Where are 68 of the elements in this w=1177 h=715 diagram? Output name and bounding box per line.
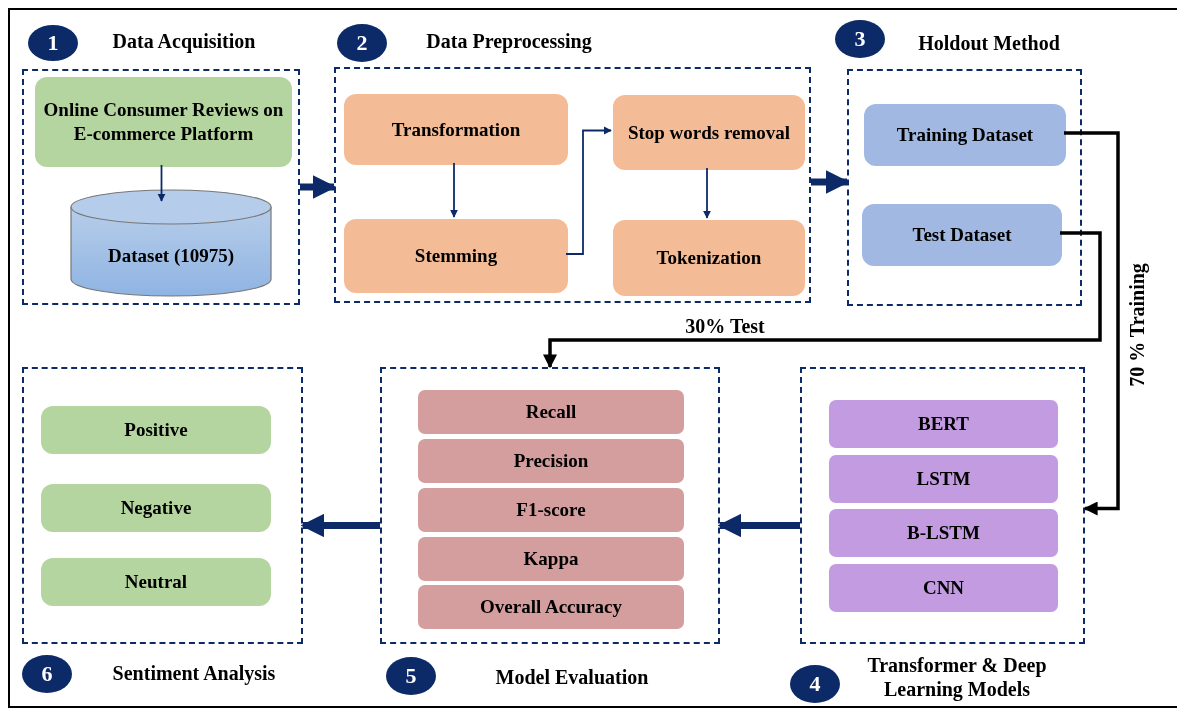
process-box bbox=[613, 95, 805, 170]
step-number-badge bbox=[337, 24, 387, 62]
process-box bbox=[829, 455, 1058, 503]
step-number: 2 bbox=[356, 30, 368, 56]
box-label: BERT bbox=[917, 412, 970, 436]
step-number-badge bbox=[386, 657, 436, 695]
box-label: Precision bbox=[513, 449, 589, 473]
arrow bbox=[1064, 131, 1120, 516]
block-arrow bbox=[300, 513, 380, 538]
process-box bbox=[864, 104, 1066, 166]
process-box bbox=[41, 484, 271, 532]
box-label: Online Consumer Reviews on E-commerce Platform bbox=[42, 98, 285, 146]
process-box bbox=[418, 537, 684, 581]
database-cylinder bbox=[70, 189, 272, 297]
box-label: Stemming bbox=[414, 244, 498, 268]
box-label: Negative bbox=[120, 496, 192, 520]
process-box bbox=[418, 488, 684, 532]
process-box bbox=[418, 439, 684, 483]
process-box bbox=[862, 204, 1062, 266]
process-box bbox=[829, 400, 1058, 448]
step-number: 4 bbox=[809, 671, 821, 697]
stage-heading: Holdout Method bbox=[918, 32, 1060, 54]
box-label: F1-score bbox=[516, 498, 586, 522]
stage-heading: Data Preprocessing bbox=[426, 30, 592, 52]
arrow bbox=[565, 126, 612, 255]
edge-label: 30% Test bbox=[685, 314, 765, 338]
process-box bbox=[829, 509, 1058, 557]
box-label: Training Dataset bbox=[896, 123, 1034, 147]
arrow bbox=[543, 231, 1102, 369]
arrow bbox=[157, 164, 166, 202]
edge-label: 70 % Training bbox=[1125, 263, 1149, 387]
stage-heading: Model Evaluation bbox=[495, 666, 649, 688]
step-number-badge bbox=[22, 655, 72, 693]
step-number: 5 bbox=[405, 663, 417, 689]
process-box bbox=[418, 390, 684, 434]
box-label: Tokenization bbox=[656, 246, 762, 270]
box-label: Stop words removal bbox=[627, 120, 791, 145]
process-box bbox=[418, 585, 684, 629]
block-arrow bbox=[717, 513, 800, 538]
arrow bbox=[449, 162, 459, 218]
step-number-badge bbox=[835, 20, 885, 58]
stage-heading: Sentiment Analysis bbox=[112, 662, 276, 684]
box-label: Dataset (10975) bbox=[107, 244, 235, 268]
process-box bbox=[829, 564, 1058, 612]
step-number-badge bbox=[790, 665, 840, 703]
box-label: CNN bbox=[922, 576, 965, 600]
box-label: Overall Accuracy bbox=[480, 595, 622, 619]
process-box bbox=[344, 94, 568, 165]
process-box bbox=[41, 558, 271, 606]
process-box bbox=[35, 77, 292, 167]
step-number: 6 bbox=[41, 661, 53, 687]
arrow bbox=[702, 167, 712, 219]
stage-heading: Data Acquisition bbox=[112, 30, 256, 52]
box-label: Positive bbox=[124, 418, 188, 442]
box-label: Kappa bbox=[523, 547, 579, 571]
box-label: Neutral bbox=[124, 570, 188, 594]
box-label: Recall bbox=[525, 400, 577, 424]
stage-heading: Transformer & Deep Learning Models bbox=[867, 654, 1047, 700]
box-label: B-LSTM bbox=[907, 521, 980, 545]
step-number: 3 bbox=[854, 26, 866, 52]
step-number: 1 bbox=[47, 30, 59, 56]
process-box bbox=[344, 219, 568, 293]
process-box bbox=[613, 220, 805, 296]
process-box bbox=[41, 406, 271, 454]
box-label: Test Dataset bbox=[912, 223, 1012, 247]
box-label: Transformation bbox=[391, 117, 521, 142]
box-label: LSTM bbox=[916, 467, 971, 491]
step-number-badge bbox=[28, 25, 78, 61]
